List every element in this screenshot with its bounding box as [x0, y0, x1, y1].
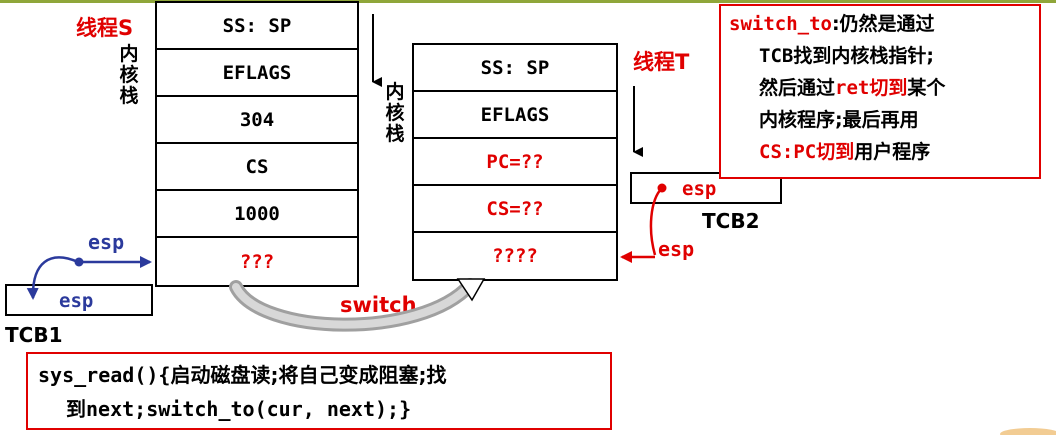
stack-t-cell-eflags: EFLAGS [414, 92, 616, 139]
tcb2-esp-curve [649, 187, 663, 256]
stack-s-cell-cs: CS [157, 144, 357, 191]
note-line-5: CS:PC切到用户程序 [729, 136, 1031, 168]
thread-s-kernel-stack-label: 内核栈 [119, 43, 139, 107]
note-text-5b: 用户程序 [854, 141, 931, 163]
code-line-2: 到next;switch_to(cur, next);} [38, 392, 600, 426]
note-text-3: 然后通过 [759, 77, 836, 99]
note-text-3c: 某个 [907, 77, 946, 99]
code-line-1: sys_read(){启动磁盘读;将自己变成阻塞;找 [38, 358, 600, 392]
tcb1-esp-curve [26, 256, 79, 300]
sys-read-code-box: sys_read(){启动磁盘读;将自己变成阻塞;找 到next;switch_… [26, 352, 612, 430]
thread-s-label: 线程S [76, 16, 134, 40]
stack-t-cell-unknown: ???? [492, 245, 538, 267]
stack-t-cell-cs: CS=?? [414, 186, 616, 233]
tcb1-esp-field: esp [59, 290, 94, 312]
note-code-tcb: TCB [759, 45, 794, 67]
note-line-2: TCB找到内核栈指针; [729, 40, 1031, 72]
note-code-ret: ret [835, 77, 870, 99]
stack-t-cell-pc: PC=?? [414, 139, 616, 186]
switch-arc-head [456, 278, 486, 302]
note-text-3b: 切到 [869, 77, 908, 99]
note-text-2: 找到内核栈指针; [793, 45, 934, 67]
stack-s-cell-1000: 1000 [157, 191, 357, 238]
code-sys-read: sys_read(){ [38, 363, 171, 387]
note-code-cs-pc: CS:PC [759, 141, 817, 163]
code-text-1: 启动磁盘读;将自己变成阻塞;找 [170, 363, 447, 387]
tcb2-esp-pointer-label: esp [658, 237, 695, 261]
stack-s-cell-304: 304 [157, 97, 357, 144]
note-line-1: switch_to:仍然是通过 [729, 8, 1031, 40]
switch-arc-inner [232, 281, 474, 329]
note-text-1: :仍然是通过 [831, 13, 935, 35]
switch-to-note: switch_to:仍然是通过 TCB找到内核栈指针; 然后通过ret切到某个 … [719, 4, 1041, 179]
stack-s-cell-eflags: EFLAGS [157, 50, 357, 97]
top-border-line [0, 0, 1056, 3]
tcb1-esp-pointer-label: esp [88, 230, 125, 254]
note-line-3: 然后通过ret切到某个 [729, 72, 1031, 104]
stack-s-cell-ss-sp: SS: SP [157, 3, 357, 50]
code-switch-to-call: next;switch_to(cur, next);} [86, 397, 412, 421]
tcb1-name: TCB1 [5, 323, 63, 347]
tcb2-name: TCB2 [702, 209, 760, 233]
note-text-4: 内核程序;最后再用 [759, 109, 919, 131]
thread-t-kernel-stack-label: 内核栈 [385, 81, 405, 145]
note-text-5: 切到 [816, 141, 855, 163]
tcb2-esp-field: esp [682, 178, 717, 200]
corner-decoration [1000, 428, 1056, 435]
thread-t-kernel-stack: SS: SP EFLAGS PC=?? CS=?? ???? [412, 43, 618, 281]
note-line-4: 内核程序;最后再用 [729, 104, 1031, 136]
stack-t-cell-ss-sp: SS: SP [414, 45, 616, 92]
code-text-2: 到 [66, 397, 86, 421]
thread-t-label: 线程T [633, 50, 690, 74]
tcb1-esp-dot [74, 257, 84, 267]
thread-s-kernel-stack: SS: SP EFLAGS 304 CS 1000 ??? [155, 1, 359, 287]
stack-s-cell-unknown: ??? [239, 250, 275, 273]
note-code-switch-to: switch_to [729, 13, 832, 35]
